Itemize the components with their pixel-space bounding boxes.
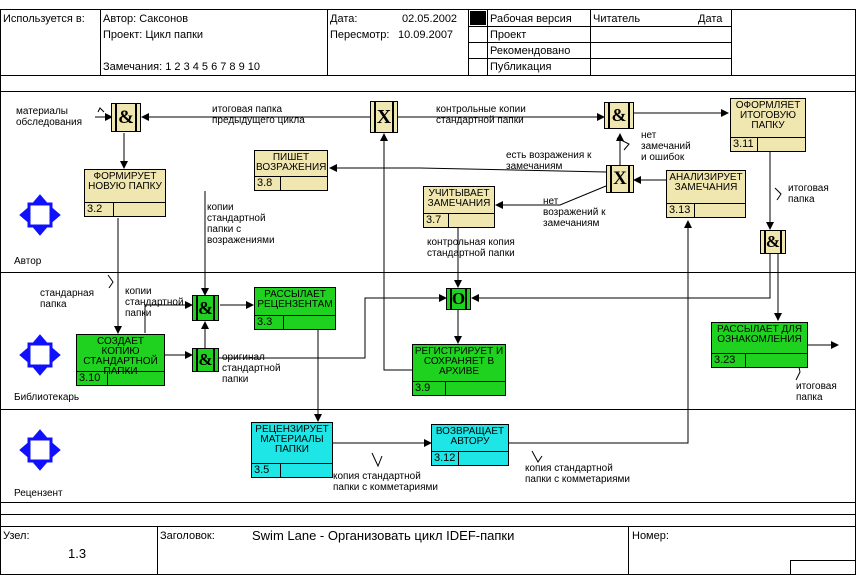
label-original: оригинал стандартной папки <box>222 352 281 385</box>
activity-label: ПИШЕТ ВОЗРАЖЕНИЯ <box>256 152 327 173</box>
label-standard-folder: стандарная папка <box>40 288 95 310</box>
label-final-folder-2: итоговая папка <box>796 381 837 403</box>
date-value: 02.05.2002 <box>402 13 458 25</box>
activity-number: 3.11 <box>731 137 758 151</box>
used-at-label: Используется в: <box>3 13 85 25</box>
label-no-remarks: нет замечаний и ошибок <box>641 130 691 163</box>
label-no-objections: нет возражений к замечаниям <box>543 196 606 229</box>
junction-and-top-right[interactable]: & <box>604 102 634 129</box>
remarks-field: Замечания: 1 2 3 4 5 6 7 8 9 10 <box>103 61 260 73</box>
activity-3-23[interactable]: РАССЫЛАЕТ ДЛЯ ОЗНАКОМЛЕНИЯ 3.23 <box>711 322 808 368</box>
activity-number: 3.2 <box>85 202 114 216</box>
label-copies-comments-1: копия стандартной папки с комметариями <box>333 471 438 493</box>
junction-and-original[interactable]: & <box>192 348 219 372</box>
activity-label: РАССЫЛАЕТ ДЛЯ ОЗНАКОМЛЕНИЯ <box>716 324 803 345</box>
junction-or[interactable]: O <box>446 288 471 310</box>
lane-reviewer: Рецензент <box>14 488 63 499</box>
activity-number: 3.5 <box>252 463 281 477</box>
actor-icons <box>19 194 61 471</box>
activity-3-3[interactable]: РАССЫЛАЕТ РЕЦЕНЗЕНТАМ 3.3 <box>254 287 336 330</box>
activity-label: РЕЦЕНЗИРУЕТ МАТЕРИАЛЫ ПАПКИ <box>255 424 329 455</box>
activity-label: УЧИТЫВАЕТ ЗАМЕЧАНИЯ <box>427 188 491 209</box>
junction-and-lower-right[interactable]: & <box>760 230 786 254</box>
activity-label: РАССЫЛАЕТ РЕЦЕНЗЕНТАМ <box>257 289 333 310</box>
activity-3-10[interactable]: СОЗДАЕТ КОПИЮ СТАНДАРТНОЙ ПАПКИ 3.10 <box>76 334 165 386</box>
junction-and-copies[interactable]: & <box>192 295 219 321</box>
status-recommended: Рекомендовано <box>490 45 571 57</box>
activity-3-7[interactable]: УЧИТЫВАЕТ ЗАМЕЧАНИЯ 3.7 <box>423 186 495 228</box>
number-label: Номер: <box>632 530 669 542</box>
label-std-copies: копии стандартной папки <box>125 286 184 319</box>
diagram-title: Swim Lane - Организовать цикл IDEF-папки <box>252 528 515 543</box>
activity-number: 3.9 <box>413 381 447 395</box>
remarks-numbers: 1 2 3 4 5 6 7 8 9 10 <box>165 61 261 73</box>
label-copies-comments-2: копия стандартной папки с комметариями <box>525 463 630 485</box>
activity-number: 3.12 <box>432 451 460 465</box>
revision-value: 10.09.2007 <box>398 29 454 41</box>
status-publication: Публикация <box>490 61 552 73</box>
activity-number: 3.8 <box>255 176 281 190</box>
label-copies-with-objections: копии стандартной папки с возражениями <box>207 202 275 246</box>
reader-label: Читатель <box>593 13 641 25</box>
lane-author: Автор <box>14 256 42 267</box>
date-label: Дата: <box>330 13 358 25</box>
reader-date-label: Дата <box>698 13 723 25</box>
activity-number: 3.13 <box>667 203 696 217</box>
project-field: Проект: Цикл папки <box>103 29 204 41</box>
label-has-objections: есть возражения к замечаниям <box>506 150 592 172</box>
activity-label: ФОРМИРУЕТ НОВУЮ ПАПКУ <box>88 171 162 192</box>
label-control-copy: контрольная копия стандартной папки <box>427 237 515 259</box>
activity-3-11[interactable]: ОФОРМЛЯЕТ ИТОГОВУЮ ПАПКУ 3.11 <box>730 98 806 152</box>
activity-number: 3.23 <box>712 353 747 367</box>
node-label: Узел: <box>3 530 30 542</box>
activity-label: ОФОРМЛЯЕТ ИТОГОВУЮ ПАПКУ <box>735 100 801 131</box>
label-prev-folder: итоговая папка предыдущего цикла <box>212 104 305 126</box>
author-field: Автор: Саксонов <box>103 13 189 25</box>
junction-and-top-left[interactable]: & <box>111 103 141 132</box>
label-final-folder-1: итоговая папка <box>788 183 829 205</box>
activity-number: 3.7 <box>424 213 450 227</box>
node-value: 1.3 <box>68 546 87 561</box>
status-working: Рабочая версия <box>490 13 572 25</box>
activity-3-9[interactable]: РЕГИСТРИРУЕТ И СОХРАНЯЕТ В АРХИВЕ 3.9 <box>412 344 506 396</box>
activity-number: 3.10 <box>77 371 109 385</box>
label-materials: материалы обследования <box>16 106 83 128</box>
junction-xor-right[interactable]: X <box>606 165 634 193</box>
activity-3-8[interactable]: ПИШЕТ ВОЗРАЖЕНИЯ 3.8 <box>254 150 328 191</box>
remarks-label: Замечания: <box>103 61 166 73</box>
activity-label: РЕГИСТРИРУЕТ И СОХРАНЯЕТ В АРХИВЕ <box>414 346 504 377</box>
junction-xor-top[interactable]: X <box>370 101 398 133</box>
activity-3-12[interactable]: ВОЗВРАЩАЕТ АВТОРУ 3.12 <box>431 424 509 466</box>
status-project: Проект <box>490 29 527 41</box>
title-label: Заголовок: <box>160 530 215 542</box>
activity-label: ВОЗВРАЩАЕТ АВТОРУ <box>435 426 505 447</box>
label-control-copies: контрольные копии стандартной папки <box>436 104 526 126</box>
activity-label: АНАЛИЗИРУЕТ ЗАМЕЧАНИЯ <box>669 172 743 193</box>
activity-3-2[interactable]: ФОРМИРУЕТ НОВУЮ ПАПКУ 3.2 <box>84 169 166 217</box>
revision-label: Пересмотр: <box>330 29 390 41</box>
lane-librarian: Библиотекарь <box>14 392 80 403</box>
activity-number: 3.3 <box>255 315 284 329</box>
activity-3-5[interactable]: РЕЦЕНЗИРУЕТ МАТЕРИАЛЫ ПАПКИ 3.5 <box>251 422 333 478</box>
activity-3-13[interactable]: АНАЛИЗИРУЕТ ЗАМЕЧАНИЯ 3.13 <box>666 170 746 218</box>
